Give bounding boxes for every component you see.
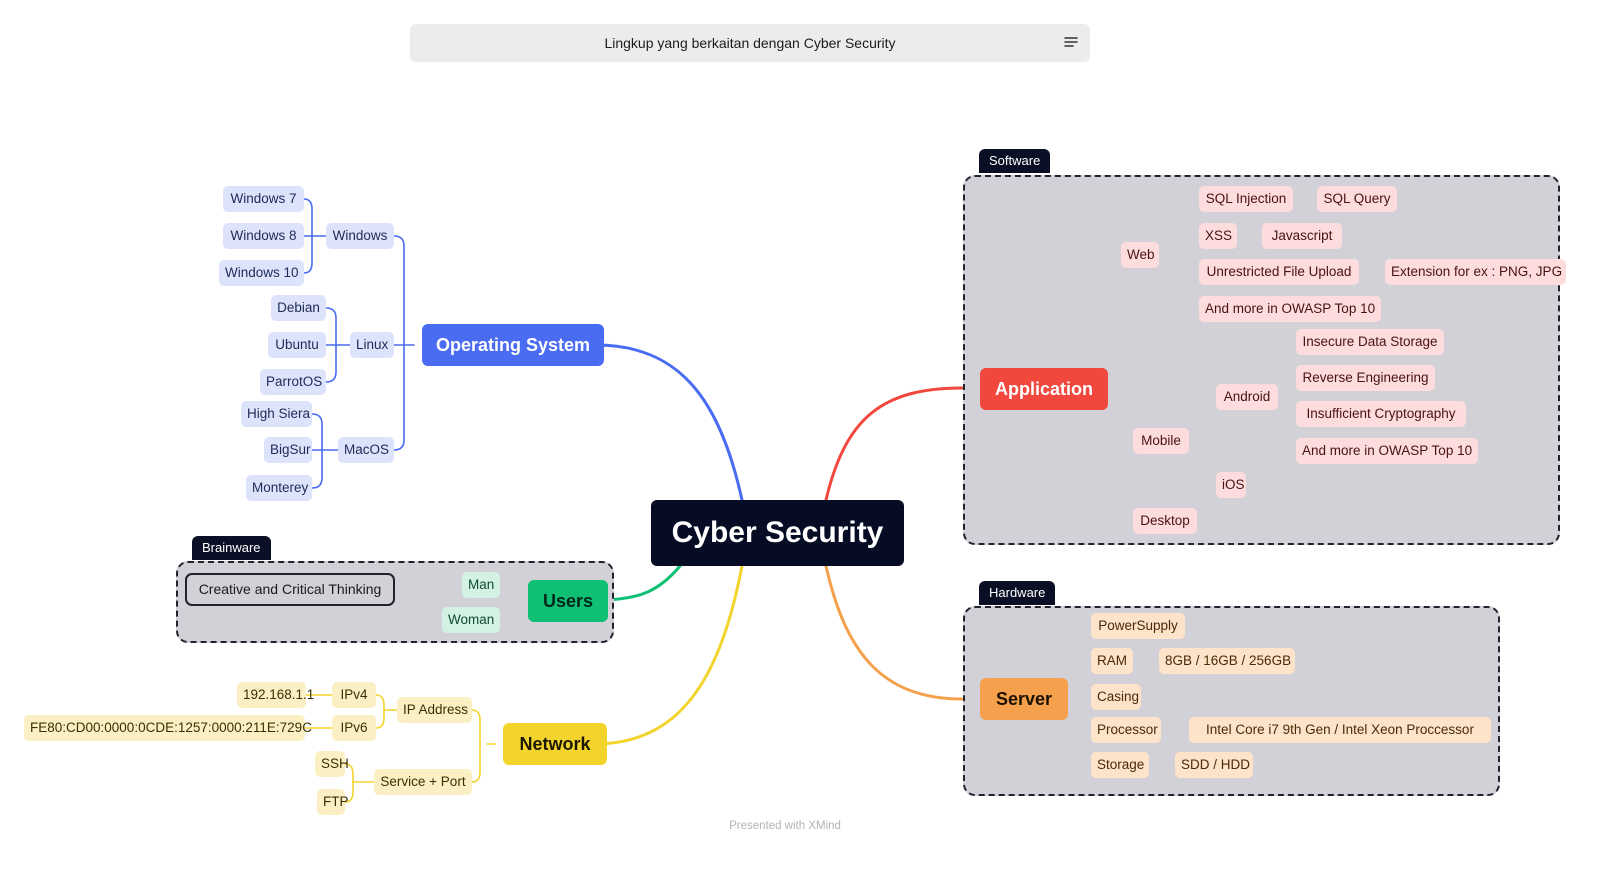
topic-extension-example[interactable]: Extension for ex : PNG, JPG [1385, 259, 1566, 285]
topic-users[interactable]: Users [528, 580, 608, 622]
topic-ipv4-value[interactable]: 192.168.1.1 [237, 682, 314, 708]
topic-ubuntu[interactable]: Ubuntu [268, 332, 326, 358]
topic-windows[interactable]: Windows [326, 223, 394, 249]
topic-windows-8[interactable]: Windows 8 [223, 223, 304, 249]
topic-ipv4[interactable]: IPv4 [332, 682, 376, 708]
topic-windows-10[interactable]: Windows 10 [219, 260, 304, 286]
topic-service-port[interactable]: Service + Port [374, 769, 472, 795]
topic-reverse-engineering[interactable]: Reverse Engineering [1296, 365, 1435, 391]
software-boundary [963, 175, 1560, 545]
presented-with-xmind: Presented with XMind [729, 820, 841, 832]
topic-debian[interactable]: Debian [271, 295, 326, 321]
topic-processor[interactable]: Processor [1091, 717, 1161, 743]
topic-android[interactable]: Android [1216, 384, 1278, 410]
topic-ip-address[interactable]: IP Address [397, 697, 472, 723]
link-root-application [824, 386, 964, 502]
link-root-os [594, 343, 744, 502]
topic-operating-system[interactable]: Operating System [422, 324, 604, 366]
topic-monterey[interactable]: Monterey [246, 475, 312, 501]
brainware-boundary-label: Brainware [192, 536, 271, 560]
topic-casing[interactable]: Casing [1091, 684, 1141, 710]
central-topic[interactable]: Cyber Security [651, 500, 904, 566]
topic-ipv6[interactable]: IPv6 [332, 715, 376, 741]
topic-ipv6-value[interactable]: FE80:CD00:0000:0CDE:1257:0000:211E:729C [24, 715, 312, 741]
topic-windows-7[interactable]: Windows 7 [223, 186, 304, 212]
topic-bigsur[interactable]: BigSur [264, 437, 312, 463]
topic-linux[interactable]: Linux [350, 332, 394, 358]
topic-application[interactable]: Application [980, 368, 1108, 410]
topic-xss[interactable]: XSS [1199, 223, 1237, 249]
link-root-network [592, 564, 744, 746]
topic-ram[interactable]: RAM [1091, 648, 1133, 674]
topic-javascript[interactable]: Javascript [1262, 223, 1342, 249]
topic-unrestricted-file-upload[interactable]: Unrestricted File Upload [1199, 259, 1359, 285]
os-tree-lines [303, 198, 415, 489]
topic-powersupply[interactable]: PowerSupply [1091, 613, 1185, 639]
topic-man[interactable]: Man [462, 572, 500, 598]
topic-woman[interactable]: Woman [442, 607, 500, 633]
topic-insufficient-cryptography[interactable]: Insufficient Cryptography [1296, 401, 1466, 427]
topic-insecure-data-storage[interactable]: Insecure Data Storage [1296, 329, 1444, 355]
sheet-title: Lingkup yang berkaitan dengan Cyber Secu… [604, 35, 896, 51]
topic-high-siera[interactable]: High Siera [241, 401, 312, 427]
topic-macos[interactable]: MacOS [338, 437, 394, 463]
link-root-server [824, 564, 964, 701]
topic-storage-types[interactable]: SDD / HDD [1175, 752, 1253, 778]
topic-ssh[interactable]: SSH [315, 751, 349, 777]
topic-sql-query[interactable]: SQL Query [1317, 186, 1397, 212]
topic-processor-models[interactable]: Intel Core i7 9th Gen / Intel Xeon Procc… [1189, 717, 1491, 743]
topic-web[interactable]: Web [1121, 242, 1159, 268]
topic-server[interactable]: Server [980, 678, 1068, 720]
topic-sql-injection[interactable]: SQL Injection [1199, 186, 1293, 212]
topic-desktop[interactable]: Desktop [1133, 508, 1197, 534]
topic-ram-sizes[interactable]: 8GB / 16GB / 256GB [1159, 648, 1295, 674]
hardware-boundary-label: Hardware [979, 581, 1056, 605]
topic-network[interactable]: Network [503, 723, 607, 765]
topic-storage[interactable]: Storage [1091, 752, 1149, 778]
topic-mobile[interactable]: Mobile [1133, 428, 1189, 454]
topic-ios[interactable]: iOS [1216, 472, 1246, 498]
outline-menu-icon[interactable] [1064, 36, 1078, 48]
sheet-title-bar[interactable]: Lingkup yang berkaitan dengan Cyber Secu… [410, 24, 1090, 62]
topic-ftp[interactable]: FTP [317, 789, 349, 815]
summary-creative-critical-thinking[interactable]: Creative and Critical Thinking [185, 573, 395, 606]
topic-web-owasp-more[interactable]: And more in OWASP Top 10 [1199, 296, 1381, 322]
software-boundary-label: Software [979, 149, 1051, 173]
network-tree-lines [304, 694, 496, 803]
topic-parrotos[interactable]: ParrotOS [260, 369, 326, 395]
topic-android-owasp-more[interactable]: And more in OWASP Top 10 [1296, 438, 1478, 464]
